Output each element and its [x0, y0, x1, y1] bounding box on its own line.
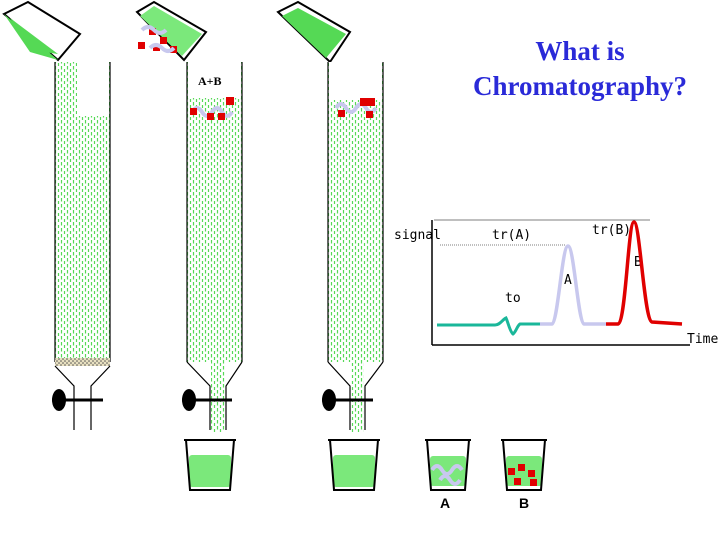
peak-a-trace: [540, 244, 606, 326]
column-2: A+B: [135, 0, 243, 491]
page-title: What is Chromatography?: [440, 34, 720, 104]
pouring-beaker-1: [2, 0, 82, 62]
column-3: [276, 0, 384, 491]
x-axis-label: Time: [687, 332, 718, 347]
sample-band: [190, 97, 234, 120]
peak-b-label: B: [634, 255, 642, 270]
baseline-trace: [437, 315, 540, 336]
collection-beaker-1: [184, 439, 236, 491]
title-line-2: Chromatography?: [472, 71, 687, 101]
tr-b-label: tr(B): [592, 223, 631, 238]
column-headspace: [77, 62, 109, 116]
y-axis-label: signal: [394, 228, 441, 243]
fraction-beaker-b: B: [501, 439, 547, 511]
peak-a-label: A: [564, 273, 572, 288]
column-sample-label: A+B: [198, 74, 222, 88]
title-line-1: What is: [535, 36, 625, 66]
fraction-b-label: B: [519, 495, 529, 511]
t0-label: to: [505, 291, 521, 306]
pouring-beaker-2: [135, 0, 208, 62]
fraction-a-label: A: [440, 495, 450, 511]
stopcock-closed-icon[interactable]: [52, 389, 103, 411]
fraction-beaker-a: A: [425, 439, 471, 511]
chromatogram: signal Time tr(A) tr(B) to A B: [394, 219, 718, 347]
stopcock-open-icon[interactable]: [182, 389, 232, 411]
peak-b-trace: [606, 220, 683, 326]
stopcock-open-icon[interactable]: [322, 389, 373, 411]
column-1: [2, 0, 111, 430]
pouring-beaker-3: [276, 0, 352, 64]
tr-a-label: tr(A): [492, 228, 531, 243]
collection-beaker-2: [328, 439, 380, 491]
sample-band: [334, 98, 378, 118]
column-frit: [55, 358, 110, 366]
